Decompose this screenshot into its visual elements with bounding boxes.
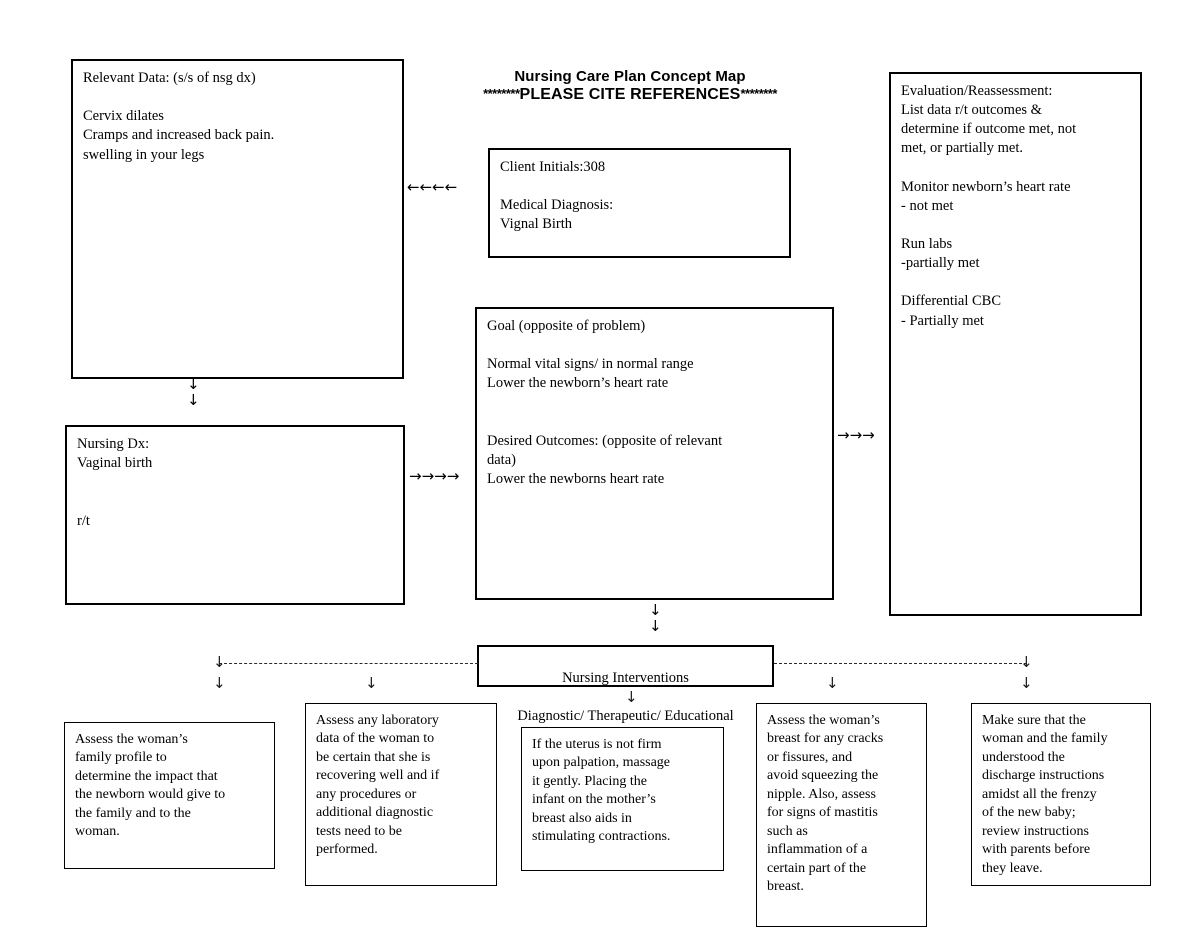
connector-goal-to-evaluation: →→→ (837, 426, 875, 444)
evaluation-box[interactable]: Evaluation/Reassessment: List data r/t o… (889, 72, 1142, 616)
nursing-dx-box[interactable]: Nursing Dx: Vaginal birth r/t (65, 425, 405, 605)
intervention-box-3[interactable]: If the uterus is not firm upon palpation… (521, 727, 724, 871)
client-info-box[interactable]: Client Initials:308 Medical Diagnosis: V… (488, 148, 791, 258)
drop-arrow-icon-5b: ↓ (1020, 674, 1033, 692)
down-arrow-icon: ↓ (187, 375, 200, 393)
connector-nursing-dx-to-goal: →→→→ (409, 467, 460, 485)
connector-goal-to-interventions: ↓ ↓ (649, 601, 662, 635)
page-title-line1: Nursing Care Plan Concept Map (514, 68, 746, 85)
down-arrow-icon: ↓ (649, 616, 662, 635)
intervention-box-1[interactable]: Assess the woman’s family profile to det… (64, 722, 275, 869)
interventions-header-line2: Diagnostic/ Therapeutic/ Educational (517, 708, 734, 725)
intervention-box-5[interactable]: Make sure that the woman and the family … (971, 703, 1151, 886)
interventions-header-line1: Nursing Interventions (562, 670, 689, 687)
drop-arrow-icon-2: ↓ (365, 674, 378, 692)
drop-arrow-icon-4: ↓ (826, 674, 839, 692)
intervention-box-4[interactable]: Assess the woman’s breast for any cracks… (756, 703, 927, 927)
relevant-data-box[interactable]: Relevant Data: (s/s of nsg dx) Cervix di… (71, 59, 404, 379)
drop-arrow-icon-1: ↓ (213, 653, 226, 671)
drop-arrow-icon-1b: ↓ (213, 674, 226, 692)
title-main-text: PLEASE CITE REFERENCES (519, 85, 741, 103)
interventions-dashed-line-right (774, 663, 1027, 664)
drop-arrow-icon-3: ↓ (625, 688, 638, 706)
page-title: Nursing Care Plan Concept Map ********PL… (430, 68, 830, 105)
down-arrow-icon: ↓ (187, 390, 200, 409)
connector-client-to-relevant-data: ←←←← (407, 178, 458, 196)
page-title-line2: ********PLEASE CITE REFERENCES******** (430, 86, 830, 105)
drop-arrow-icon-5: ↓ (1020, 653, 1033, 671)
goal-box[interactable]: Goal (opposite of problem) Normal vital … (475, 307, 834, 600)
title-stars-left: ******** (483, 85, 520, 101)
nursing-interventions-header-box[interactable]: Nursing Interventions Diagnostic/ Therap… (477, 645, 774, 724)
down-arrow-icon: ↓ (649, 601, 662, 619)
interventions-dashed-line-left (219, 663, 478, 664)
connector-relevant-data-to-nursing-dx: ↓ ↓ (187, 375, 200, 409)
title-stars-right: ******** (740, 85, 777, 101)
intervention-box-2[interactable]: Assess any laboratory data of the woman … (305, 703, 497, 886)
